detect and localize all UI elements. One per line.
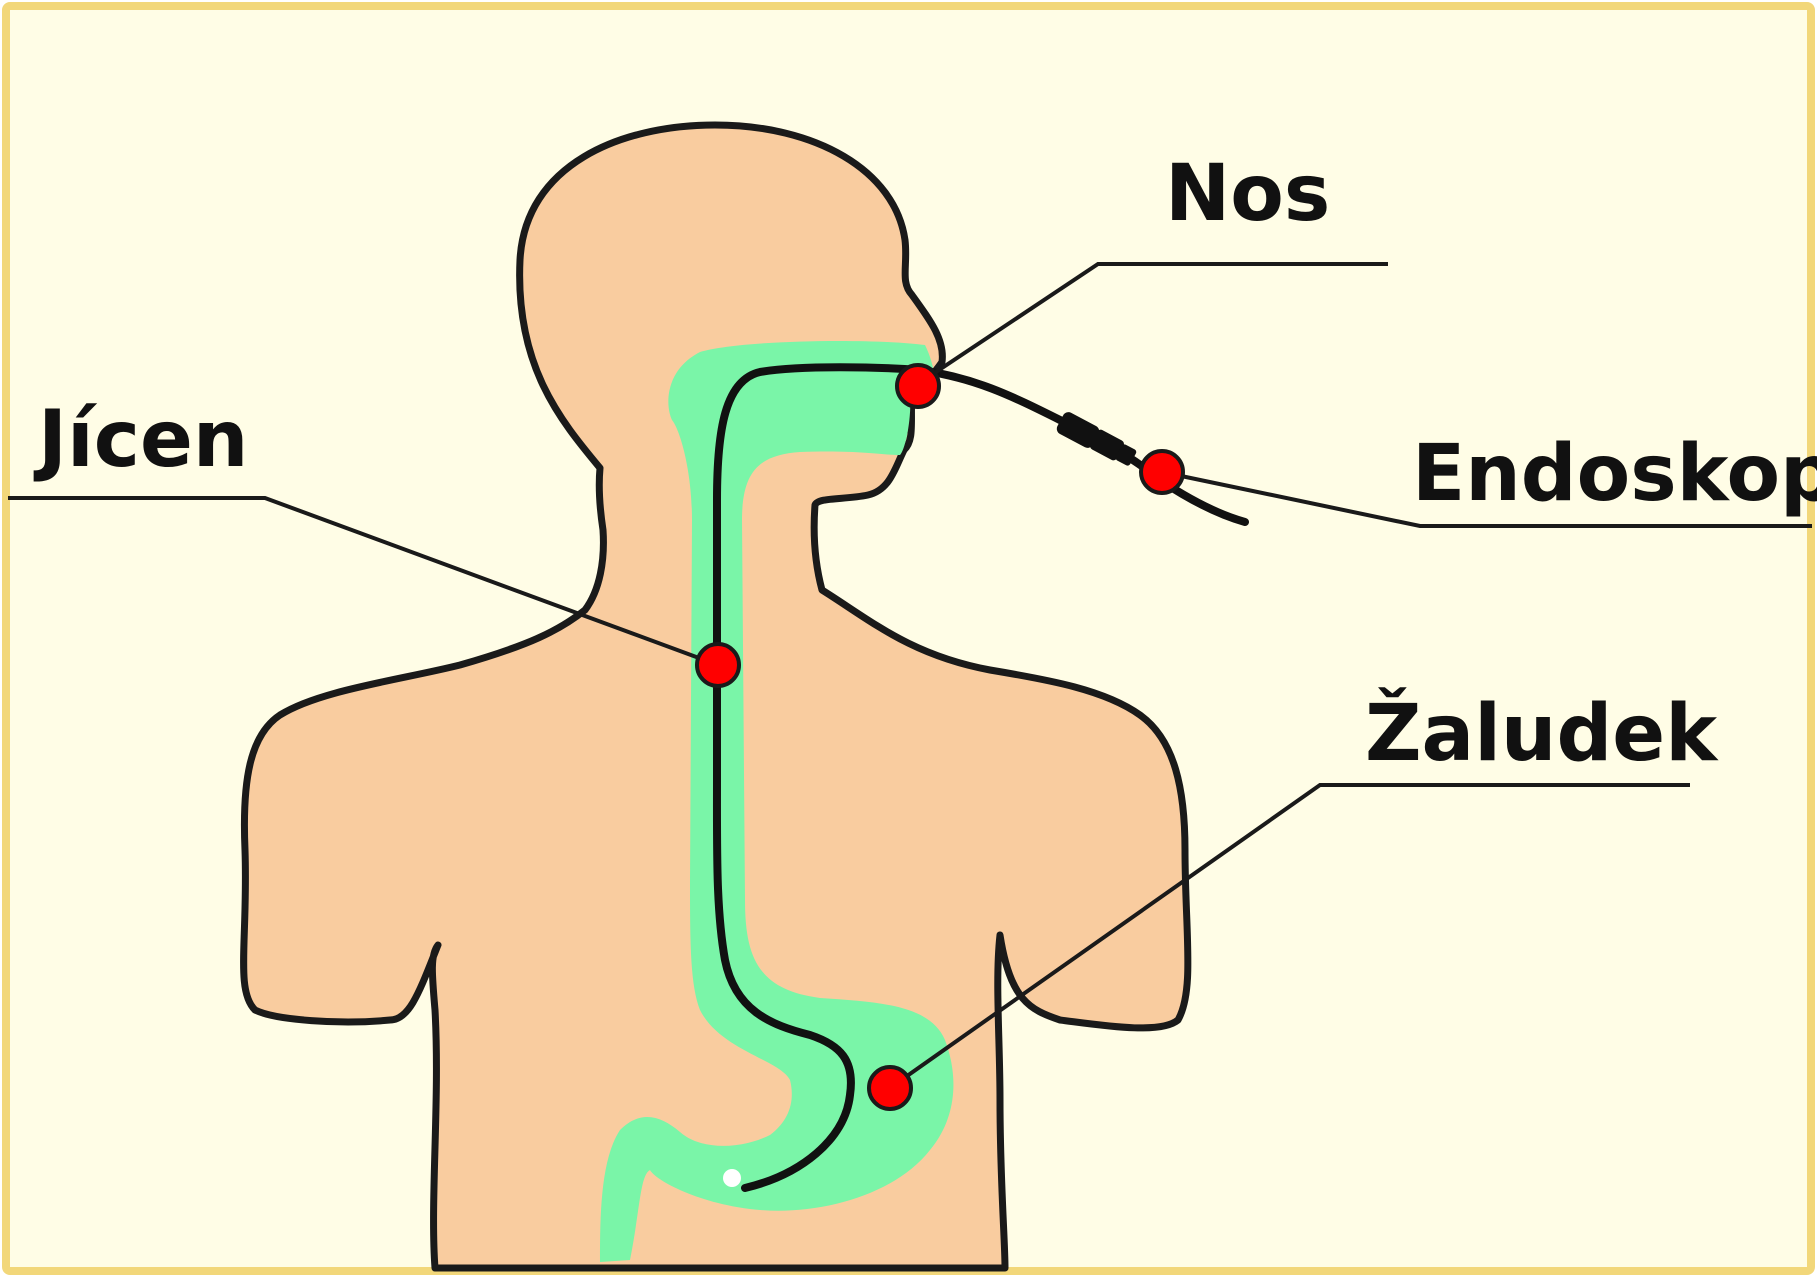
marker-endoscope xyxy=(1141,451,1183,493)
marker-stomach xyxy=(869,1067,911,1109)
marker-esophagus xyxy=(697,644,739,686)
label-endoscope: Endoskop xyxy=(1412,429,1817,519)
scope-tip-glint xyxy=(723,1169,741,1187)
label-stomach: Žaludek xyxy=(1365,687,1719,779)
label-nose: Nos xyxy=(1165,149,1330,239)
marker-nose xyxy=(897,365,939,407)
label-esophagus: Jícen xyxy=(33,395,248,485)
